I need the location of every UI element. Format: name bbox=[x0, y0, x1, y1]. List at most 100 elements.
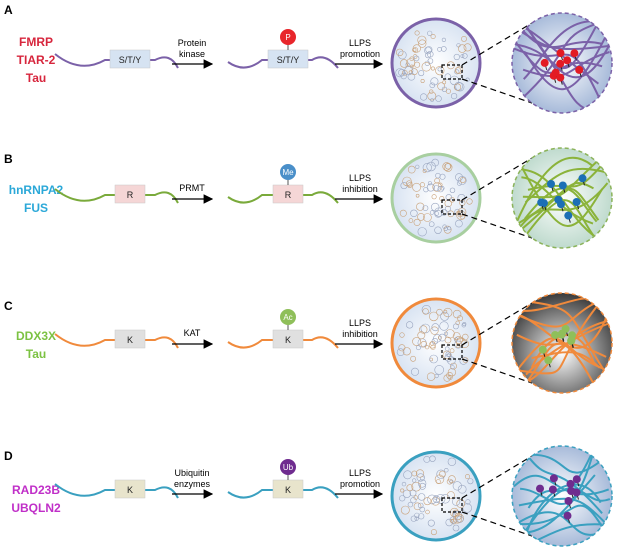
bubble bbox=[441, 37, 447, 43]
bubble bbox=[439, 321, 449, 331]
bubble bbox=[416, 202, 425, 211]
bubble bbox=[452, 524, 460, 532]
bubble bbox=[438, 333, 447, 342]
bubble bbox=[414, 30, 420, 36]
bubble bbox=[443, 307, 453, 318]
bubble bbox=[423, 187, 429, 193]
bubble bbox=[461, 36, 467, 42]
bubble bbox=[424, 60, 430, 66]
fiber bbox=[512, 188, 600, 238]
mod-dot bbox=[556, 59, 565, 68]
bubble bbox=[432, 182, 442, 192]
bubble bbox=[402, 489, 412, 498]
bubble bbox=[412, 478, 417, 483]
bubble bbox=[418, 39, 427, 48]
bubble bbox=[419, 506, 426, 513]
bubble bbox=[443, 374, 451, 382]
bubble bbox=[426, 183, 435, 192]
fiber bbox=[520, 504, 610, 540]
panels: AFMRPTIAR-2TauS/T/YProteinkinaseS/T/YPLL… bbox=[4, 3, 613, 547]
bubble bbox=[442, 162, 451, 171]
bubble bbox=[462, 503, 472, 513]
bubble bbox=[425, 345, 430, 350]
enzyme-label: KAT bbox=[184, 328, 201, 338]
zoom-line bbox=[461, 22, 533, 66]
modification-label: Ub bbox=[283, 463, 294, 472]
mod-dot bbox=[544, 356, 553, 365]
site-label: K bbox=[285, 485, 291, 495]
bubble bbox=[413, 55, 420, 62]
zoom-region-box bbox=[441, 497, 463, 513]
bubble bbox=[408, 70, 413, 75]
bubble bbox=[400, 488, 405, 493]
bubble bbox=[406, 321, 414, 329]
fiber bbox=[531, 351, 601, 369]
bubble bbox=[430, 529, 437, 536]
mod-dot bbox=[537, 198, 546, 207]
bubble bbox=[435, 95, 442, 102]
site-label: R bbox=[127, 190, 134, 200]
droplet-bubbles bbox=[399, 158, 473, 237]
mod-dot bbox=[536, 484, 544, 493]
bubble bbox=[412, 337, 421, 346]
mod-dot bbox=[570, 49, 579, 58]
bubble bbox=[452, 309, 462, 319]
bubble bbox=[447, 457, 457, 466]
fiber bbox=[513, 182, 609, 236]
bubble bbox=[413, 218, 421, 226]
fiber bbox=[520, 20, 604, 101]
bubble bbox=[429, 455, 436, 462]
bubble bbox=[435, 479, 441, 484]
panel-a: AFMRPTIAR-2TauS/T/YProteinkinaseS/T/YPLL… bbox=[4, 3, 613, 114]
effect-label: LLPS bbox=[349, 468, 371, 478]
bubble bbox=[430, 33, 436, 39]
bubble bbox=[406, 484, 414, 492]
mod-dot bbox=[557, 330, 566, 339]
protein-name: TIAR-2 bbox=[17, 53, 56, 67]
bubble bbox=[423, 213, 432, 222]
droplet-bubbles bbox=[399, 455, 474, 536]
bubble bbox=[450, 365, 455, 370]
protein-name: UBQLN2 bbox=[11, 501, 61, 515]
fiber bbox=[513, 474, 610, 496]
bubble bbox=[414, 512, 420, 518]
modification-circle bbox=[280, 164, 296, 180]
bubble bbox=[452, 332, 461, 340]
zoom-fibers bbox=[512, 151, 609, 248]
effect-label: LLPS bbox=[349, 173, 371, 183]
zoom-line bbox=[461, 455, 533, 499]
bubble bbox=[425, 46, 433, 54]
mod-dot bbox=[547, 180, 555, 188]
bubble bbox=[443, 225, 452, 234]
bubble bbox=[444, 73, 451, 80]
bubble bbox=[420, 93, 428, 101]
panel-letter: A bbox=[4, 3, 13, 17]
zoom-modifications bbox=[537, 174, 587, 223]
bubble bbox=[434, 177, 440, 184]
bubble bbox=[453, 53, 460, 61]
bubble bbox=[431, 202, 440, 212]
fiber bbox=[527, 448, 595, 509]
bubble bbox=[440, 311, 450, 321]
bubble bbox=[452, 481, 462, 491]
modification-circle bbox=[280, 309, 296, 325]
bubble bbox=[403, 470, 412, 480]
bubble bbox=[430, 326, 439, 335]
fiber bbox=[512, 310, 610, 349]
zoom-modifications bbox=[540, 49, 584, 85]
bubble bbox=[431, 323, 440, 332]
effect-label: promotion bbox=[340, 49, 380, 59]
bubble bbox=[444, 468, 449, 473]
bubble bbox=[422, 205, 429, 211]
mod-dot bbox=[566, 479, 575, 488]
bubble bbox=[459, 337, 464, 342]
bubble bbox=[411, 481, 422, 492]
bubble bbox=[455, 219, 463, 228]
protein-name: DDX3X bbox=[16, 329, 56, 343]
bubble bbox=[397, 50, 407, 60]
effect-label: LLPS bbox=[349, 38, 371, 48]
bubble bbox=[433, 495, 439, 500]
bubble bbox=[462, 357, 469, 363]
zoom-circle-border bbox=[511, 445, 613, 547]
bubble bbox=[461, 323, 466, 328]
